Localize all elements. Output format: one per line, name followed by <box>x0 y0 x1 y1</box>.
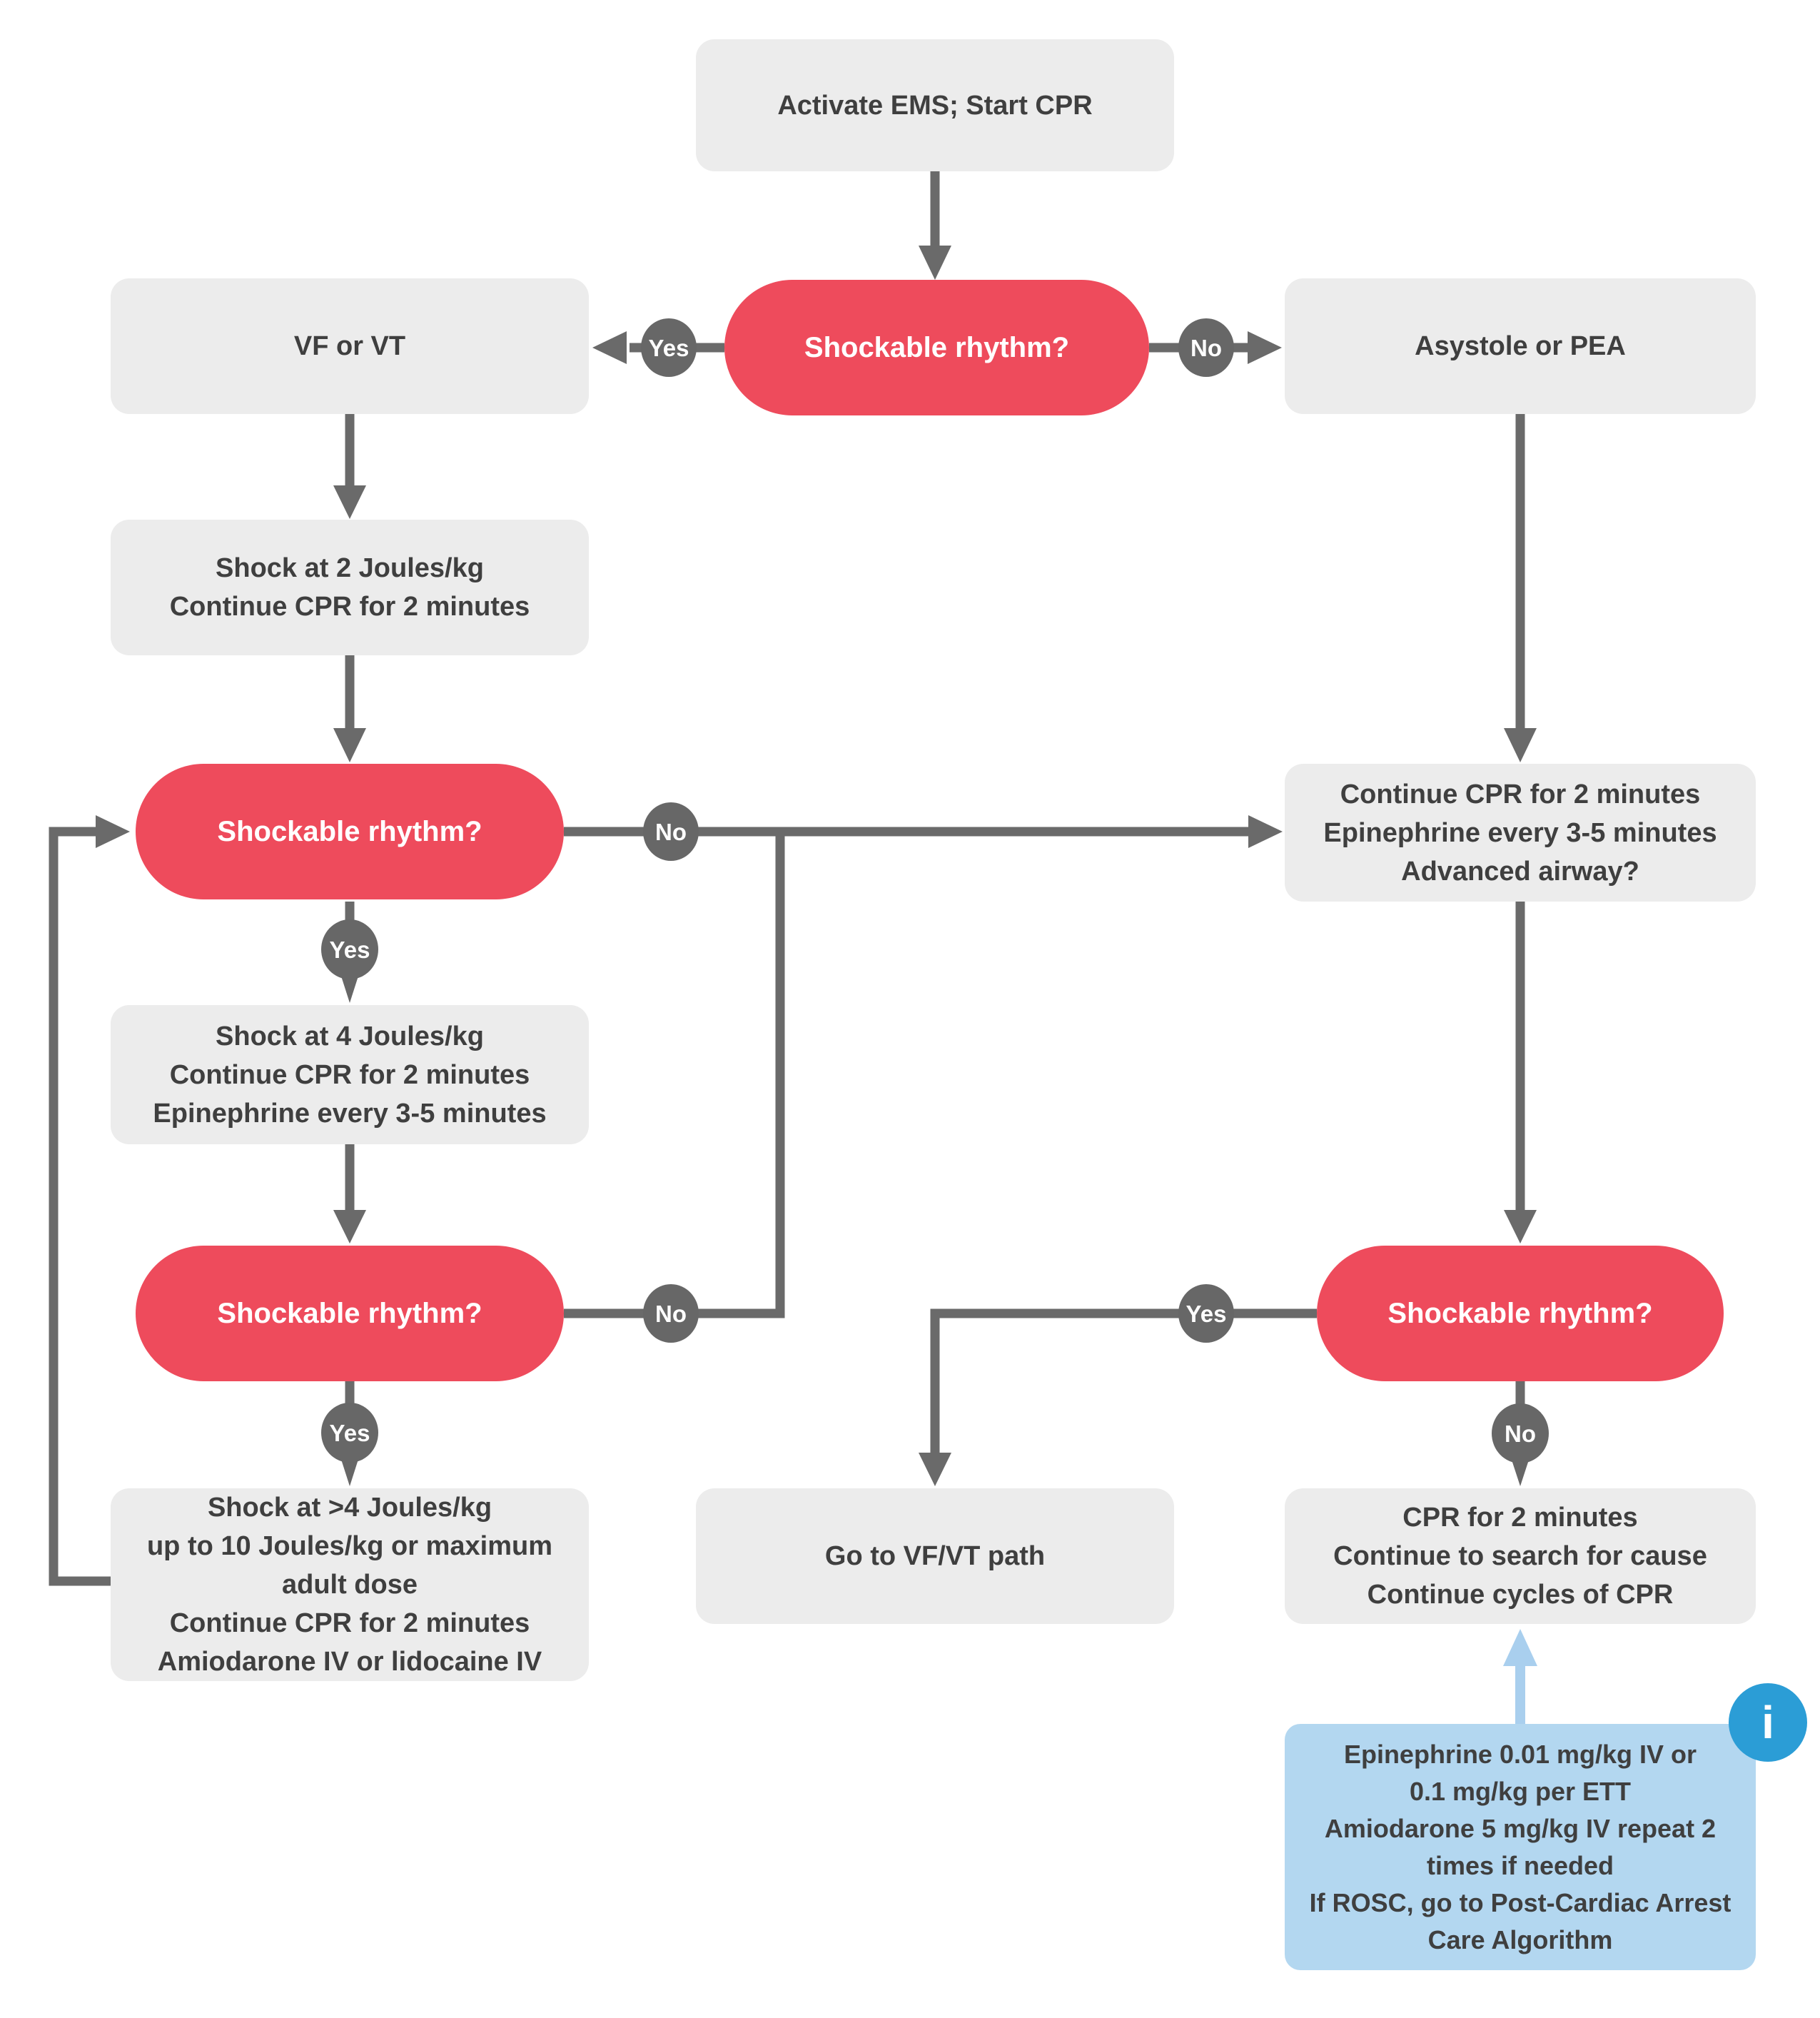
edge-medications-up <box>1503 1629 1537 1726</box>
badge-label: No <box>1190 335 1222 361</box>
node-cpr-search-cause: CPR for 2 minutes Continue to search for… <box>1285 1488 1756 1624</box>
badge-label: Yes <box>1186 1301 1227 1327</box>
badge-label: Yes <box>649 335 689 361</box>
node-medications-note: Epinephrine 0.01 mg/kg IV or 0.1 mg/kg p… <box>1285 1724 1756 1970</box>
node-decision4-shockable-rhythm: Shockable rhythm? <box>1317 1246 1724 1381</box>
badge-label: Yes <box>330 937 370 963</box>
edge-decision3-no-join <box>564 832 785 1318</box>
node-decision3-shockable-rhythm: Shockable rhythm? <box>136 1246 564 1381</box>
badge-decision4-yes: Yes <box>1178 1284 1234 1343</box>
badge-decision1-no: No <box>1178 318 1234 377</box>
badge-decision3-no: No <box>643 1284 699 1343</box>
edge-vfvt-to-shock2j <box>333 414 366 519</box>
edge-decision4-yes <box>919 1308 1317 1486</box>
badge-label: No <box>655 1301 687 1327</box>
badge-label: No <box>655 819 687 845</box>
edge-shock2j-to-decision2 <box>333 655 366 762</box>
badge-decision2-no: No <box>643 802 699 861</box>
badge-decision4-no: No <box>1492 1381 1549 1486</box>
node-decision2-shockable-rhythm: Shockable rhythm? <box>136 764 564 899</box>
edge-asystole-to-cprepi <box>1504 414 1537 762</box>
badge-decision3-yes: Yes <box>321 1381 378 1486</box>
node-decision1-shockable-rhythm: Shockable rhythm? <box>724 280 1149 415</box>
edge-shock4j-to-decision3 <box>333 1144 366 1243</box>
node-shock-max-dose: Shock at >4 Joules/kg up to 10 Joules/kg… <box>111 1488 589 1681</box>
edge-cprepi-to-decision4 <box>1504 902 1537 1243</box>
node-shock-4-joules: Shock at 4 Joules/kg Continue CPR for 2 … <box>111 1005 589 1144</box>
info-icon[interactable]: i <box>1729 1683 1807 1762</box>
edge-loopback-to-decision2 <box>49 815 130 1586</box>
badge-decision1-yes: Yes <box>641 318 697 377</box>
badge-label: Yes <box>330 1420 370 1446</box>
node-goto-vfvt-path: Go to VF/VT path <box>696 1488 1174 1624</box>
badge-decision2-yes: Yes <box>321 902 378 1003</box>
node-asystole-or-pea: Asystole or PEA <box>1285 278 1756 414</box>
node-start: Activate EMS; Start CPR <box>696 39 1174 171</box>
node-shock-2-joules: Shock at 2 Joules/kg Continue CPR for 2 … <box>111 520 589 655</box>
badge-label: No <box>1505 1421 1536 1447</box>
node-vf-or-vt: VF or VT <box>111 278 589 414</box>
node-continue-cpr-epinephrine-airway: Continue CPR for 2 minutes Epinephrine e… <box>1285 764 1756 902</box>
edge-start-to-decision1 <box>919 170 951 280</box>
